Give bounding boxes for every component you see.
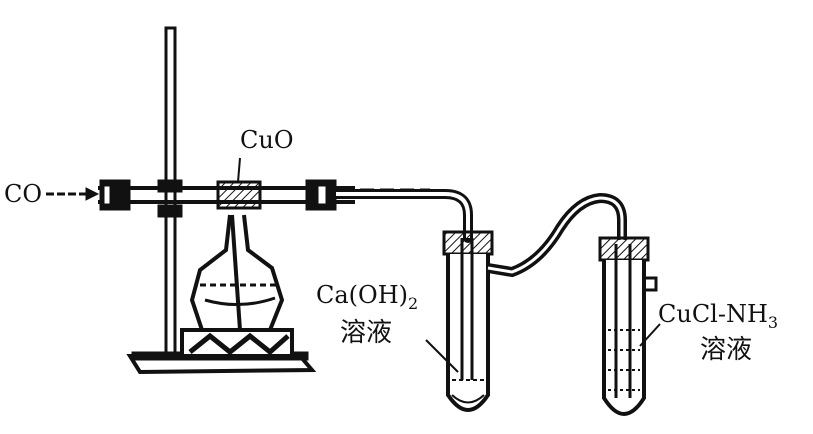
test-tube-cucl-nh3: [598, 236, 661, 416]
cucl-formula-text: CuCl-NH: [658, 300, 768, 328]
co-inlet-arrow: [46, 187, 100, 201]
alcohol-lamp: [189, 214, 285, 332]
delivery-tube-1: [331, 188, 473, 243]
cucl-subscript: 3: [767, 313, 779, 332]
co-label: CO: [4, 180, 43, 208]
caoh2-formula-text: Ca(OH): [316, 281, 409, 309]
cuo-label: CuO: [240, 126, 294, 154]
rubber-tube: [487, 192, 627, 278]
burner-base: [180, 328, 294, 358]
caoh2-subscript: 2: [408, 294, 419, 313]
cucl-solution-label: 溶液: [700, 335, 753, 365]
combustion-tube: [98, 157, 355, 211]
cucl-formula-label: CuCl-NH3: [658, 302, 778, 331]
caoh2-formula-label: Ca(OH)2: [316, 283, 418, 312]
test-tube-caoh2: [425, 230, 494, 412]
caoh2-solution-label: 溶液: [340, 318, 393, 348]
